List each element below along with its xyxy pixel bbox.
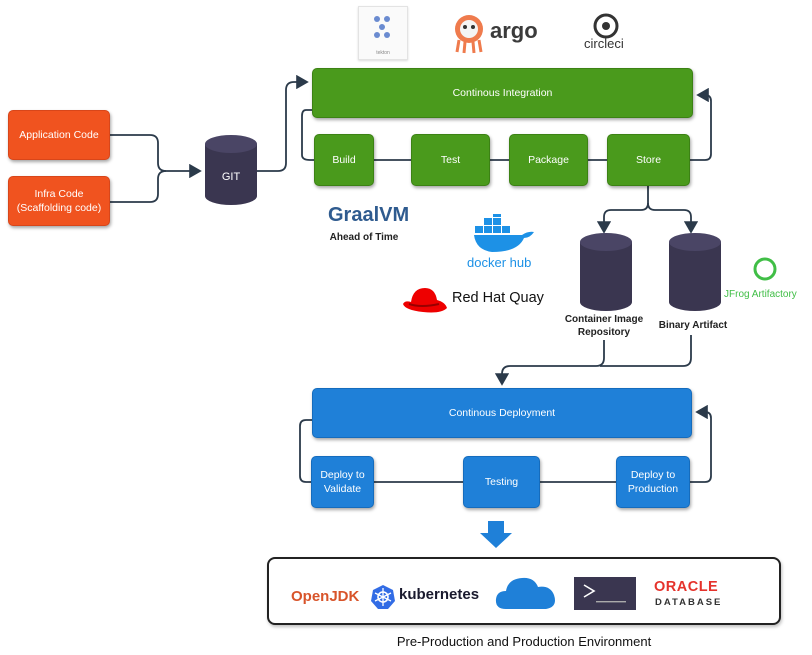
- wire-cd-loop-right: [690, 404, 712, 483]
- wire-ci-loop-left: [301, 109, 314, 161]
- argo-wordmark: argo: [490, 18, 538, 43]
- wire-repos-cd: [494, 340, 605, 386]
- cd-stage-deploy-production[interactable]: Deploy to Production: [616, 456, 690, 508]
- cloud-icon: [494, 573, 558, 616]
- wire-store-container: [596, 186, 649, 234]
- continuous-integration-bar[interactable]: Continous Integration: [312, 68, 693, 118]
- kubernetes-wordmark: kubernetes: [399, 586, 480, 603]
- ci-stage-test[interactable]: Test: [411, 134, 490, 186]
- wire-appcode-git: [110, 134, 202, 179]
- infra-code-box[interactable]: Infra Code (Scaffolding code): [8, 176, 110, 226]
- ci-stage-build[interactable]: Build: [314, 134, 374, 186]
- jfrog-wordmark: JFrog Artifactory: [724, 289, 797, 300]
- wire-git-ci: [257, 74, 309, 172]
- environment-title: Pre-Production and Production Environmen…: [396, 634, 652, 649]
- oracle-database-caption: DATABASE: [655, 597, 723, 608]
- container-image-repository-icon[interactable]: [578, 232, 634, 312]
- dockerhub-wordmark: docker hub: [467, 255, 532, 270]
- git-repository-icon[interactable]: GIT: [203, 134, 259, 206]
- redhat-hat-icon: [401, 284, 449, 321]
- graalvm-logo: GraalVM: [328, 204, 410, 226]
- binary-artifact-repository-icon[interactable]: [667, 232, 723, 312]
- ci-stage-package[interactable]: Package: [509, 134, 588, 186]
- git-label: GIT: [222, 171, 241, 183]
- oracle-wordmark: ORACLE: [654, 579, 719, 595]
- wire-store-binary: [647, 202, 699, 234]
- circleci-icon: [593, 13, 619, 39]
- ci-stage-store[interactable]: Store: [607, 134, 690, 186]
- container-image-repository-label: Container Image Repository: [564, 314, 644, 338]
- graalvm-caption: Ahead of Time: [329, 232, 399, 243]
- cd-stage-testing[interactable]: Testing: [463, 456, 540, 508]
- wire-ci-loop-right: [690, 87, 712, 161]
- docker-whale-icon: [474, 210, 536, 259]
- tekton-logo: tekton: [358, 6, 408, 60]
- continuous-deployment-bar[interactable]: Continous Deployment: [312, 388, 692, 438]
- binary-artifact-label: Binary Artifact: [658, 320, 728, 331]
- openjdk-logo: OpenJDK: [291, 588, 360, 605]
- jfrog-icon: [752, 256, 778, 287]
- circleci-logo: [593, 13, 621, 44]
- deploy-down-arrow: [480, 521, 512, 548]
- application-code-box[interactable]: Application Code: [8, 110, 110, 160]
- circleci-wordmark: circleci: [584, 36, 624, 51]
- redhat-quay-wordmark: Red Hat Quay: [452, 290, 544, 306]
- cd-stage-deploy-validate[interactable]: Deploy to Validate: [311, 456, 374, 508]
- kubernetes-helm-icon: [370, 584, 396, 615]
- tekton-label: tekton: [376, 50, 390, 56]
- terminal-icon: [574, 577, 636, 615]
- tekton-icon: [374, 16, 390, 38]
- argo-octopus-icon: [455, 15, 483, 54]
- argo-logo: [453, 14, 489, 59]
